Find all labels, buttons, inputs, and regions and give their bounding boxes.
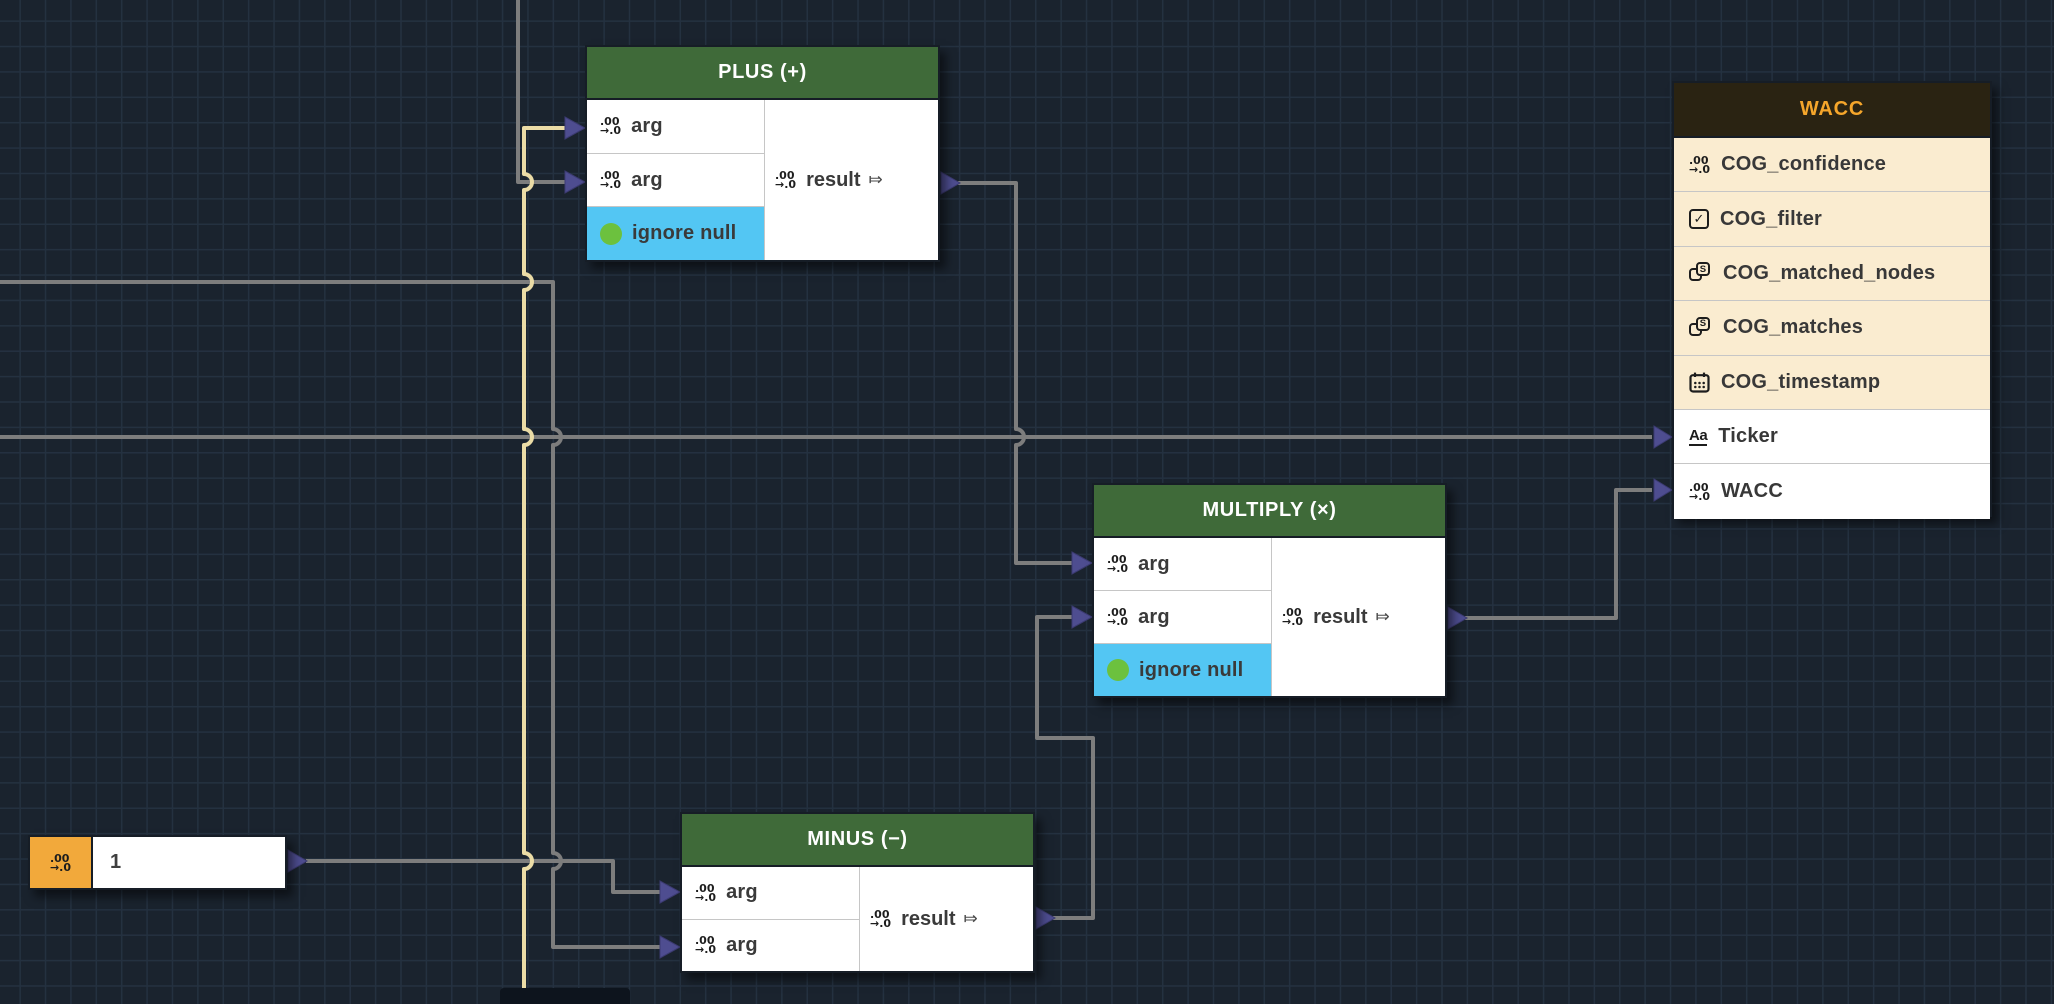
wacc-field-cog-matches[interactable]: S COG_matches <box>1674 301 1990 356</box>
multiply-arg1-label: arg <box>1138 552 1170 575</box>
constant-output-port-arrow[interactable] <box>287 849 308 873</box>
output-marker-icon: ⤇ <box>868 170 883 190</box>
minus-arg1-port-arrow[interactable] <box>659 880 682 904</box>
number-type-icon: .00→.0 <box>1107 606 1129 628</box>
toggle-on-indicator-icon[interactable] <box>1107 659 1129 681</box>
multiply-arg1-row[interactable]: .00→.0 arg <box>1094 538 1271 591</box>
wacc-field-label: COG_matches <box>1723 316 1864 339</box>
partial-node-bottom-edge[interactable] <box>500 988 630 1004</box>
multiply-arg1-port-arrow[interactable] <box>1071 551 1094 575</box>
number-type-icon: .00→.0 <box>1107 553 1129 575</box>
minus-arg2-row[interactable]: .00→.0 arg <box>682 919 859 971</box>
node-wacc-title: WACC <box>1799 98 1865 120</box>
string-list-type-icon: S <box>1689 262 1712 284</box>
node-plus[interactable]: PLUS (+) .00→.0 arg .00→.0 arg ignore nu… <box>585 45 940 262</box>
wire-highlighted-to-plus-arg1[interactable] <box>522 126 565 992</box>
number-type-icon: .00→.0 <box>695 934 717 957</box>
wacc-field-wacc[interactable]: .00→.0 WACC <box>1674 464 1990 519</box>
multiply-arg2-label: arg <box>1138 605 1170 628</box>
node-plus-header[interactable]: PLUS (+) <box>587 47 938 100</box>
number-type-icon: .00→.0 <box>49 851 72 874</box>
node-minus[interactable]: MINUS (−) .00→.0 arg .00→.0 arg .00→.0 r… <box>680 812 1035 973</box>
plus-arg1-row[interactable]: .00→.0 arg <box>587 100 764 154</box>
wire-plus-to-multiply-arg1[interactable] <box>958 181 1073 565</box>
toggle-on-indicator-icon[interactable] <box>600 222 622 245</box>
wacc-field-ticker[interactable]: Aa Ticker <box>1674 409 1990 465</box>
calendar-type-icon <box>1689 372 1710 393</box>
wire-to-minus-arg2[interactable] <box>0 280 662 949</box>
plus-ignore-null-label: ignore null <box>632 222 737 245</box>
number-type-icon: .00→.0 <box>695 881 717 904</box>
minus-arg2-label: arg <box>726 933 758 956</box>
wacc-field-cog-timestamp[interactable]: COG_timestamp <box>1674 355 1990 410</box>
plus-ignore-null-toggle[interactable]: ignore null <box>587 207 764 261</box>
constant-value-input[interactable]: 1 <box>93 837 285 888</box>
wacc-field-cog-filter[interactable]: ✓ COG_filter <box>1674 192 1990 247</box>
plus-arg1-port-arrow[interactable] <box>564 116 587 140</box>
number-type-icon: .00→.0 <box>1282 606 1304 628</box>
multiply-arg2-port-arrow[interactable] <box>1071 605 1094 629</box>
wacc-field-label: WACC <box>1721 480 1783 503</box>
wacc-field-cog-confidence[interactable]: .00→.0 COG_confidence <box>1674 138 1990 193</box>
wire-multiply-to-wacc[interactable] <box>1465 488 1652 620</box>
node-multiply-title: MULTIPLY (×) <box>1202 499 1337 521</box>
plus-arg2-port-arrow[interactable] <box>564 170 587 194</box>
multiply-result-label: result <box>1313 605 1368 628</box>
wire-minus-to-multiply-arg2[interactable] <box>1035 615 1095 920</box>
wacc-field-label: COG_confidence <box>1721 153 1887 176</box>
minus-arg1-row[interactable]: .00→.0 arg <box>682 867 859 920</box>
number-type-icon: .00→.0 <box>1689 153 1711 176</box>
node-multiply-header[interactable]: MULTIPLY (×) <box>1094 485 1445 538</box>
node-wacc-header[interactable]: WACC <box>1674 83 1990 138</box>
number-type-icon: .00→.0 <box>600 169 622 191</box>
multiply-ignore-null-toggle[interactable]: ignore null <box>1094 644 1271 696</box>
checkbox-type-icon: ✓ <box>1689 209 1709 230</box>
output-marker-icon: ⤇ <box>963 909 978 929</box>
output-marker-icon: ⤇ <box>1375 607 1390 627</box>
minus-result-port-arrow[interactable] <box>1035 906 1056 930</box>
node-multiply[interactable]: MULTIPLY (×) .00→.0 arg .00→.0 arg ignor… <box>1092 483 1447 698</box>
constant-value: 1 <box>110 851 122 873</box>
wacc-field-label: COG_timestamp <box>1721 370 1881 393</box>
wire-constant-to-minus-arg1[interactable] <box>306 859 662 894</box>
multiply-ignore-null-label: ignore null <box>1139 658 1244 681</box>
number-type-icon: .00→.0 <box>870 908 892 930</box>
minus-arg2-port-arrow[interactable] <box>659 935 682 959</box>
plus-arg2-label: arg <box>631 168 663 191</box>
string-list-type-icon: S <box>1689 316 1712 339</box>
text-type-icon: Aa <box>1689 426 1708 446</box>
wacc-field-label: COG_filter <box>1720 207 1823 230</box>
wacc-field-label: Ticker <box>1718 425 1778 448</box>
multiply-arg2-row[interactable]: .00→.0 arg <box>1094 591 1271 644</box>
minus-result-cell[interactable]: .00→.0 result ⤇ <box>860 867 1033 971</box>
node-minus-header[interactable]: MINUS (−) <box>682 814 1033 867</box>
plus-result-port-arrow[interactable] <box>940 171 961 195</box>
number-type-icon: .00→.0 <box>600 115 622 138</box>
wacc-wacc-port-arrow[interactable] <box>1653 478 1673 502</box>
plus-arg1-label: arg <box>631 114 663 137</box>
wacc-ticker-port-arrow[interactable] <box>1653 425 1673 449</box>
plus-arg2-row[interactable]: .00→.0 arg <box>587 153 764 208</box>
plus-result-cell[interactable]: .00→.0 result ⤇ <box>765 100 938 260</box>
number-type-icon: .00→.0 <box>775 169 797 191</box>
multiply-result-cell[interactable]: .00→.0 result ⤇ <box>1272 538 1445 696</box>
minus-arg1-label: arg <box>726 881 758 904</box>
number-type-icon: .00→.0 <box>1689 480 1711 503</box>
plus-result-label: result <box>806 168 861 191</box>
node-wacc[interactable]: WACC .00→.0 COG_confidence ✓ COG_filter … <box>1672 81 1992 519</box>
node-constant[interactable]: .00→.0 1 <box>28 835 287 890</box>
constant-type-badge: .00→.0 <box>30 837 93 888</box>
wire-to-plus-arg2[interactable] <box>516 0 565 184</box>
multiply-result-port-arrow[interactable] <box>1447 606 1468 630</box>
wacc-field-label: COG_matched_nodes <box>1723 261 1936 284</box>
minus-result-label: result <box>901 907 956 930</box>
node-minus-title: MINUS (−) <box>807 828 908 850</box>
node-plus-title: PLUS (+) <box>718 61 807 83</box>
wacc-field-cog-matched-nodes[interactable]: S COG_matched_nodes <box>1674 246 1990 302</box>
